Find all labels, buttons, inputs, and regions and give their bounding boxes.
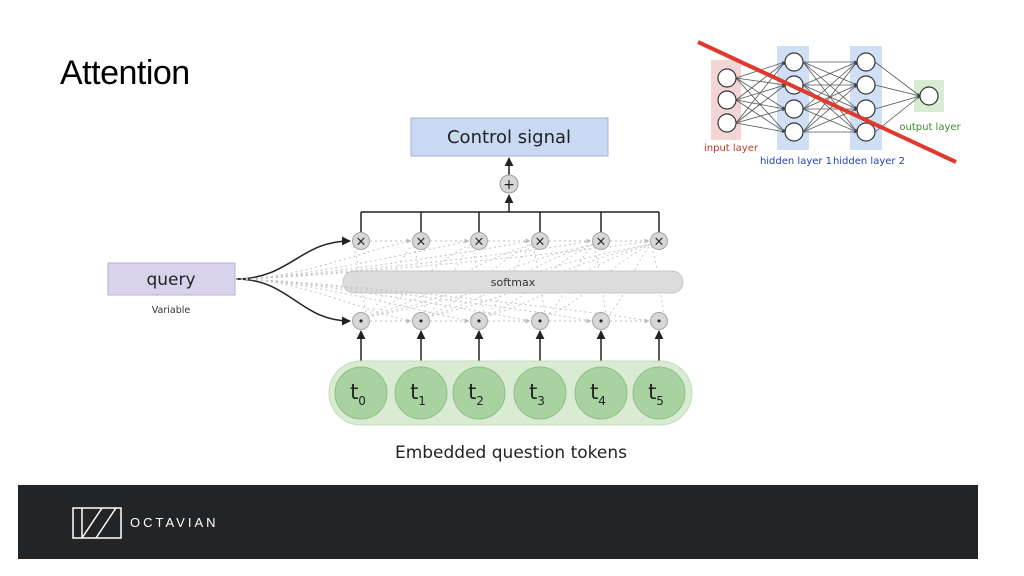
multiply-node: × <box>531 232 549 250</box>
softmax-bar <box>342 270 684 294</box>
bus-drops <box>360 212 660 232</box>
dot-symbol: • <box>656 315 663 328</box>
softmax-fan-line <box>545 243 652 318</box>
dot-product-node: • <box>352 312 370 330</box>
network-edge <box>735 108 786 124</box>
dot-product-node: • <box>650 312 668 330</box>
network-edge <box>802 61 858 86</box>
multiply-node: × <box>352 232 370 250</box>
dot-symbol: • <box>537 315 544 328</box>
dot-symbol: • <box>476 315 483 328</box>
multiply-symbol: × <box>596 235 607 250</box>
input-layer-label: input layer <box>704 143 759 154</box>
query-to-multiply-arrow <box>235 236 351 280</box>
slide-title: Attention <box>60 54 190 92</box>
network-neuron <box>856 52 876 72</box>
multiply-symbol: × <box>535 235 546 250</box>
tokens-caption: Embedded question tokens <box>395 443 627 463</box>
query-fan-line <box>235 278 650 322</box>
query-label: query <box>146 270 195 290</box>
dot-symbol: • <box>418 315 425 328</box>
network-edge <box>735 84 786 124</box>
token-node: t2 <box>452 366 506 420</box>
multiply-node: × <box>470 232 488 250</box>
token-node: t3 <box>513 366 567 420</box>
multiply-symbol: × <box>416 235 427 250</box>
network-edge <box>874 95 921 110</box>
hidden-layer-2-label: hidden layer 2 <box>833 156 905 167</box>
token-node: t1 <box>394 366 448 420</box>
token-node: t0 <box>334 366 388 420</box>
query-node: query Variable <box>107 262 236 316</box>
attention-diagram: Control signal + × × × × × × softmax • • • • • • q… <box>107 40 962 463</box>
multiply-symbol: × <box>654 235 665 250</box>
dot-product-node: • <box>470 312 488 330</box>
network-edge <box>874 84 921 97</box>
network-neuron <box>717 90 737 110</box>
dot-symbol: • <box>598 315 605 328</box>
multiply-node: × <box>412 232 430 250</box>
network-edge <box>735 77 786 110</box>
multiply-node: × <box>592 232 610 250</box>
softmax-fan-line <box>606 243 652 318</box>
network-edge <box>802 84 858 133</box>
multiply-node: × <box>650 232 668 250</box>
network-neuron <box>784 52 804 72</box>
control-signal-box <box>410 117 609 157</box>
softmax-fan-line <box>545 243 594 318</box>
network-edge <box>802 61 858 133</box>
network-neuron <box>856 75 876 95</box>
network-edge <box>874 61 921 97</box>
network-neuron <box>919 86 939 106</box>
dot-product-node: • <box>412 312 430 330</box>
sum-symbol: + <box>503 177 515 193</box>
multiply-symbol: × <box>356 235 367 250</box>
footer-bar: OCTAVIAN <box>18 485 978 559</box>
control-signal-label: Control signal <box>447 127 571 148</box>
network-edge <box>735 61 786 101</box>
token-node: t4 <box>574 366 628 420</box>
network-nodes <box>717 52 939 142</box>
network-neuron <box>717 68 737 88</box>
dot-symbol: • <box>358 315 365 328</box>
sum-node <box>499 174 519 194</box>
octavian-logo-icon <box>72 507 122 539</box>
query-fan-line <box>235 240 412 280</box>
query-box <box>107 262 236 296</box>
softmax-fan-line <box>366 243 414 318</box>
query-fan-line <box>235 278 412 322</box>
inset-network: input layer hidden layer 1 hidden layer … <box>697 40 962 167</box>
dot-product-node: • <box>592 312 610 330</box>
network-neuron <box>784 122 804 142</box>
network-neuron <box>784 99 804 119</box>
query-fan-line <box>235 240 650 280</box>
query-to-dot-arrow <box>235 278 351 326</box>
strike-through-line <box>697 40 957 164</box>
softmax-fan-line <box>366 243 472 318</box>
network-neuron <box>856 122 876 142</box>
brand-name: OCTAVIAN <box>130 515 219 530</box>
output-layer-label: output layer <box>899 122 961 133</box>
hidden-layer-1-label: hidden layer 1 <box>760 156 832 167</box>
network-edge <box>735 77 786 133</box>
network-edge <box>735 122 786 134</box>
softmax-fan-line <box>426 243 533 318</box>
network-neuron <box>717 113 737 133</box>
query-links <box>235 236 650 326</box>
control-signal-node: Control signal <box>410 117 609 157</box>
query-sublabel: Variable <box>152 305 191 316</box>
dot-row: • • • • • • <box>352 312 668 374</box>
multiply-symbol: × <box>474 235 485 250</box>
token-node: t5 <box>632 366 686 420</box>
dot-product-node: • <box>531 312 549 330</box>
network-edge <box>735 61 786 124</box>
network-edge <box>802 61 858 110</box>
softmax-label: softmax <box>491 276 536 289</box>
